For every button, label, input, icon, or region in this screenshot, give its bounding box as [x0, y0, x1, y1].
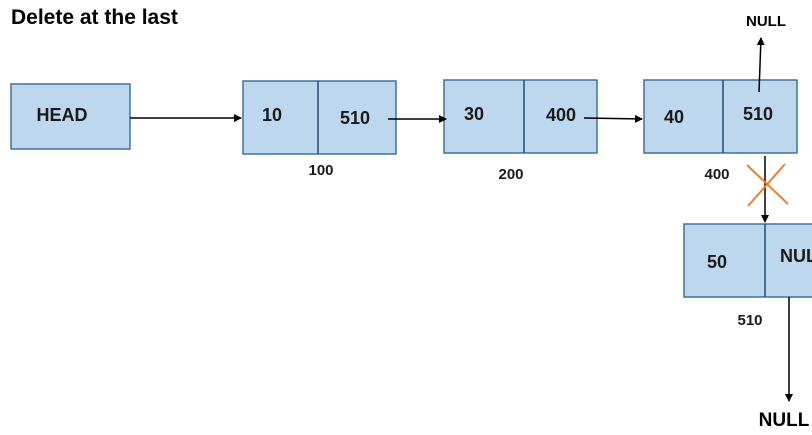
arrow-node-2-to-node-3 [583, 114, 643, 123]
head-label: HEAD [36, 105, 87, 125]
node-2: 30 400 200 [443, 79, 598, 183]
head-node: HEAD [10, 83, 131, 150]
node-2-data: 30 [464, 104, 484, 124]
node-3-address: 400 [704, 166, 729, 183]
node-1-address: 100 [308, 162, 333, 179]
null-label-top: NULL [746, 13, 786, 30]
node-4-next: NULL [780, 246, 812, 266]
node-3-next: 510 [743, 104, 773, 124]
diagram-title: Delete at the last [11, 6, 178, 29]
null-label-bottom: NULL [759, 410, 810, 431]
node-4: 50 NULL 510 [683, 223, 812, 329]
node-4-address: 510 [737, 312, 762, 329]
node-2-next: 400 [546, 105, 576, 125]
node-1-next: 510 [340, 108, 370, 128]
node-2-box [443, 79, 598, 154]
node-4-data: 50 [707, 252, 727, 272]
node-3: 40 510 400 [643, 79, 798, 183]
node-1-data: 10 [262, 105, 282, 125]
node-3-data: 40 [664, 107, 684, 127]
node-1-box [242, 80, 397, 155]
head-box [10, 83, 131, 150]
node-1: 10 510 100 [242, 80, 397, 179]
arrow-node-3-to-null [756, 37, 765, 93]
node-3-box [643, 79, 798, 154]
node-2-address: 200 [498, 166, 523, 183]
node-4-box [683, 223, 812, 298]
delete-cross-mark [746, 163, 789, 207]
